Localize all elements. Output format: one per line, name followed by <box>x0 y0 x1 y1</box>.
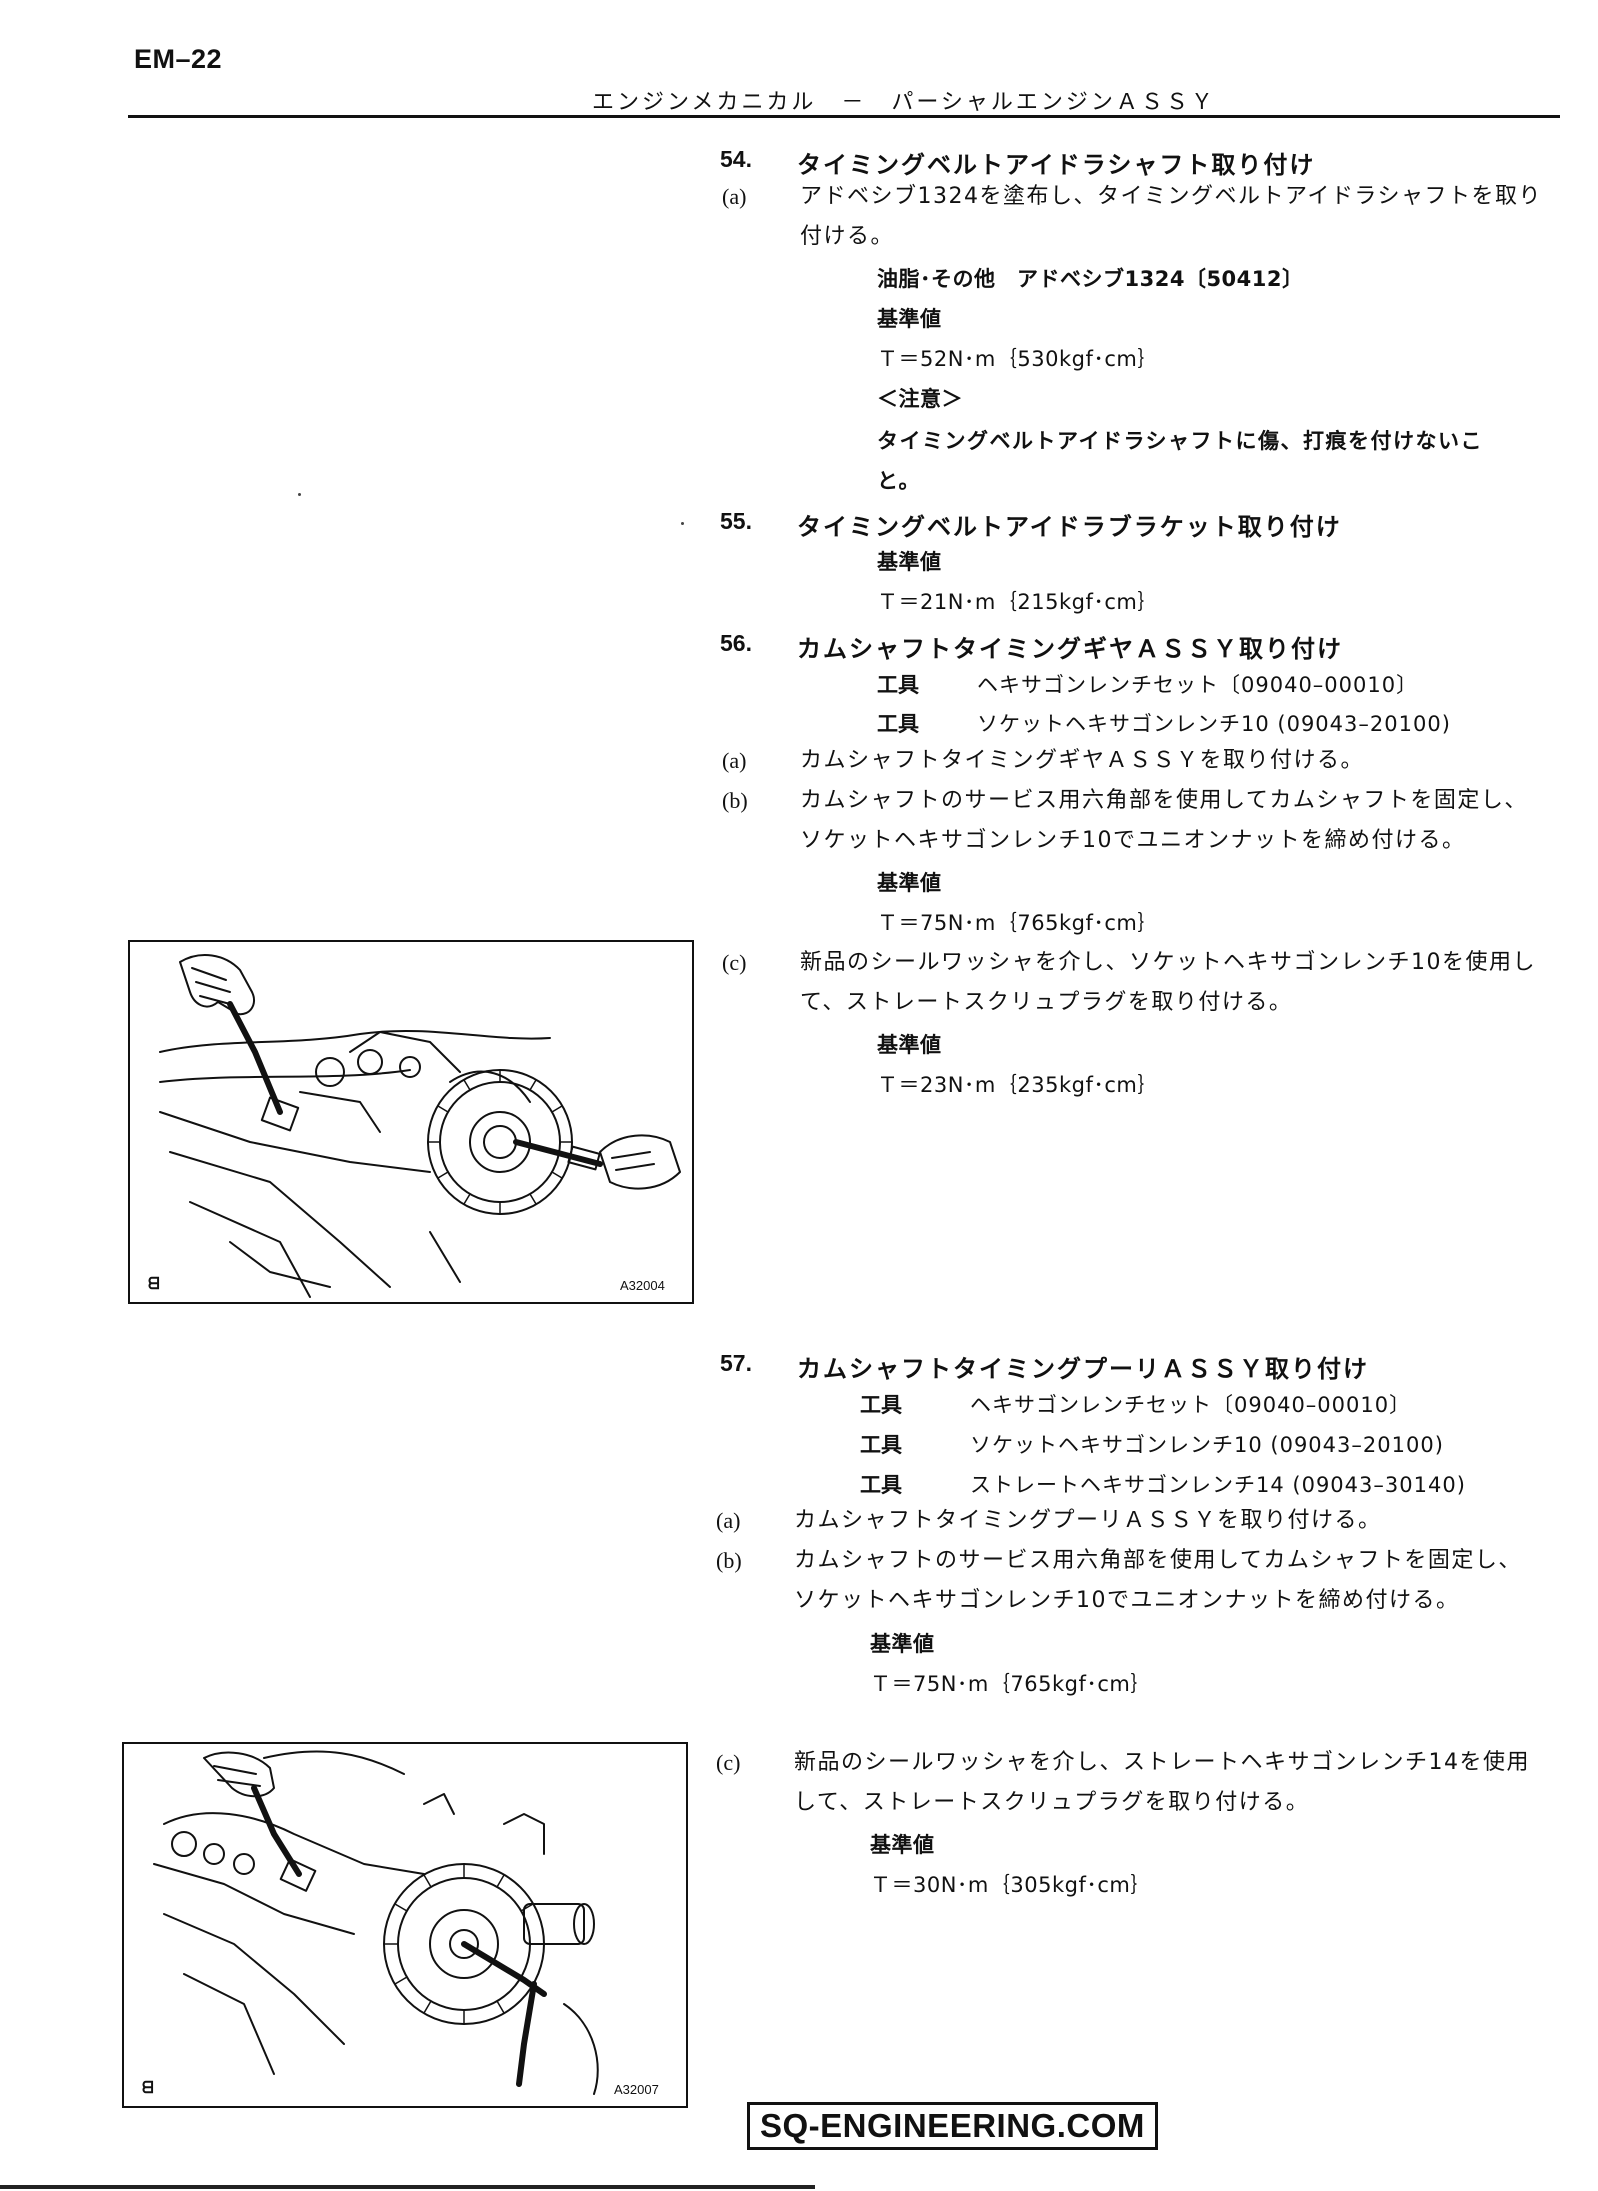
step-56-tool2-text: ソケットヘキサゴンレンチ10 (09043–20100) <box>977 712 1451 736</box>
step-57-b-line2: ソケットヘキサゴンレンチ10でユニオンナットを締め付ける。 <box>794 1588 1460 1613</box>
step-54-number: 54. <box>720 146 752 172</box>
step-54-caution-line2: と。 <box>877 469 920 493</box>
step-56-b-label: (b) <box>722 788 748 813</box>
figure-1-code: A32004 <box>620 1278 665 1293</box>
step-55-std-label: 基準値 <box>877 550 942 574</box>
figure-camshaft-pulley-install: ᗺ A32007 <box>122 1742 688 2108</box>
step-54-grease: 油脂･その他 アドベシブ1324〔50412〕 <box>877 267 1304 291</box>
camshaft-gear-illustration <box>159 954 681 1298</box>
step-56-b-line1: カムシャフトのサービス用六角部を使用してカムシャフトを固定し、 <box>800 788 1528 813</box>
step-57-tool2-label: 工具 <box>860 1433 902 1457</box>
step-56-c-torque: Ｔ＝23N･m｛235kgf･cm｝ <box>877 1073 1159 1097</box>
step-57-c-line2: して、ストレートスクリュプラグを取り付ける。 <box>794 1790 1310 1815</box>
step-56-a-text: カムシャフトタイミングギヤＡＳＳＹを取り付ける。 <box>800 748 1365 773</box>
step-57-c-label: (c) <box>716 1750 741 1775</box>
step-56-c-std-label: 基準値 <box>877 1033 942 1057</box>
step-56-title: カムシャフトタイミングギヤＡＳＳＹ取り付け <box>797 635 1343 663</box>
step-56-a-label: (a) <box>722 748 747 773</box>
step-56-c-label: (c) <box>722 950 747 975</box>
step-57-tool3-label: 工具 <box>860 1473 902 1497</box>
step-55-number: 55. <box>720 508 752 534</box>
watermark: SQ-ENGINEERING.COM <box>747 2102 1158 2150</box>
step-57-b-line1: カムシャフトのサービス用六角部を使用してカムシャフトを固定し、 <box>794 1548 1522 1573</box>
step-56-number: 56. <box>720 630 752 656</box>
step-54-caution-line1: タイミングベルトアイドラシャフトに傷、打痕を付けないこ <box>877 429 1484 453</box>
step-57-a-text: カムシャフトタイミングプーリＡＳＳＹを取り付ける。 <box>794 1508 1382 1533</box>
step-57-c-line1: 新品のシールワッシャを介し、ストレートヘキサゴンレンチ14を使用 <box>794 1750 1530 1775</box>
step-57-tool1-label: 工具 <box>860 1393 902 1417</box>
step-55-title: タイミングベルトアイドラブラケット取り付け <box>797 513 1342 541</box>
scan-speck <box>298 493 301 496</box>
step-57-tool1-text: ヘキサゴンレンチセット〔09040–00010〕 <box>970 1393 1412 1417</box>
figure-camshaft-gear-install: ᗺ A32004 <box>128 940 694 1304</box>
step-57-tool2-text: ソケットヘキサゴンレンチ10 (09043–20100) <box>970 1433 1444 1457</box>
step-57-title: カムシャフトタイミングプーリＡＳＳＹ取り付け <box>797 1355 1369 1383</box>
step-56-b-torque: Ｔ＝75N･m｛765kgf･cm｝ <box>877 911 1159 935</box>
step-55-torque: Ｔ＝21N･m｛215kgf･cm｝ <box>877 590 1159 614</box>
section-title: エンジンメカニカル － パーシャルエンジンＡＳＳＹ <box>592 90 1216 115</box>
step-56-b-std-label: 基準値 <box>877 871 942 895</box>
step-57-b-torque: Ｔ＝75N･m｛765kgf･cm｝ <box>870 1672 1152 1696</box>
step-54-std-label: 基準値 <box>877 307 942 331</box>
figure-2-code: A32007 <box>614 2082 659 2097</box>
step-57-c-std-label: 基準値 <box>870 1833 935 1857</box>
step-56-tool1-label: 工具 <box>877 673 919 697</box>
scan-speck <box>681 522 684 525</box>
page-code: EM–22 <box>134 44 223 74</box>
header-rule <box>128 115 1560 118</box>
step-54-a-line1: アドベシブ1324を塗布し、タイミングベルトアイドラシャフトを取り <box>800 184 1542 209</box>
step-54-caution-label: ＜注意＞ <box>877 387 963 411</box>
step-56-b-line2: ソケットヘキサゴンレンチ10でユニオンナットを締め付ける。 <box>800 828 1466 853</box>
step-57-c-torque: Ｔ＝30N･m｛305kgf･cm｝ <box>870 1873 1152 1897</box>
step-54-torque: Ｔ＝52N･m｛530kgf･cm｝ <box>877 347 1159 371</box>
step-56-c-line1: 新品のシールワッシャを介し、ソケットヘキサゴンレンチ10を使用し <box>800 950 1536 975</box>
figure-1-mark-icon: ᗺ <box>148 1274 160 1293</box>
step-57-tool3-text: ストレートヘキサゴンレンチ14 (09043–30140) <box>970 1473 1466 1497</box>
step-54-title: タイミングベルトアイドラシャフト取り付け <box>797 151 1316 179</box>
step-54-a-label: (a) <box>722 184 747 209</box>
step-54-a-line2: 付ける。 <box>800 224 895 249</box>
step-57-b-label: (b) <box>716 1548 742 1573</box>
step-57-number: 57. <box>720 1350 752 1376</box>
step-57-a-label: (a) <box>716 1508 741 1533</box>
figure-2-mark-icon: ᗺ <box>142 2078 154 2097</box>
step-56-tool2-label: 工具 <box>877 712 919 736</box>
camshaft-pulley-illustration <box>153 1750 599 2095</box>
bottom-rule <box>0 2185 815 2189</box>
step-57-b-std-label: 基準値 <box>870 1632 935 1656</box>
step-56-tool1-text: ヘキサゴンレンチセット〔09040–00010〕 <box>977 673 1419 697</box>
step-56-c-line2: て、ストレートスクリュプラグを取り付ける。 <box>800 990 1293 1015</box>
